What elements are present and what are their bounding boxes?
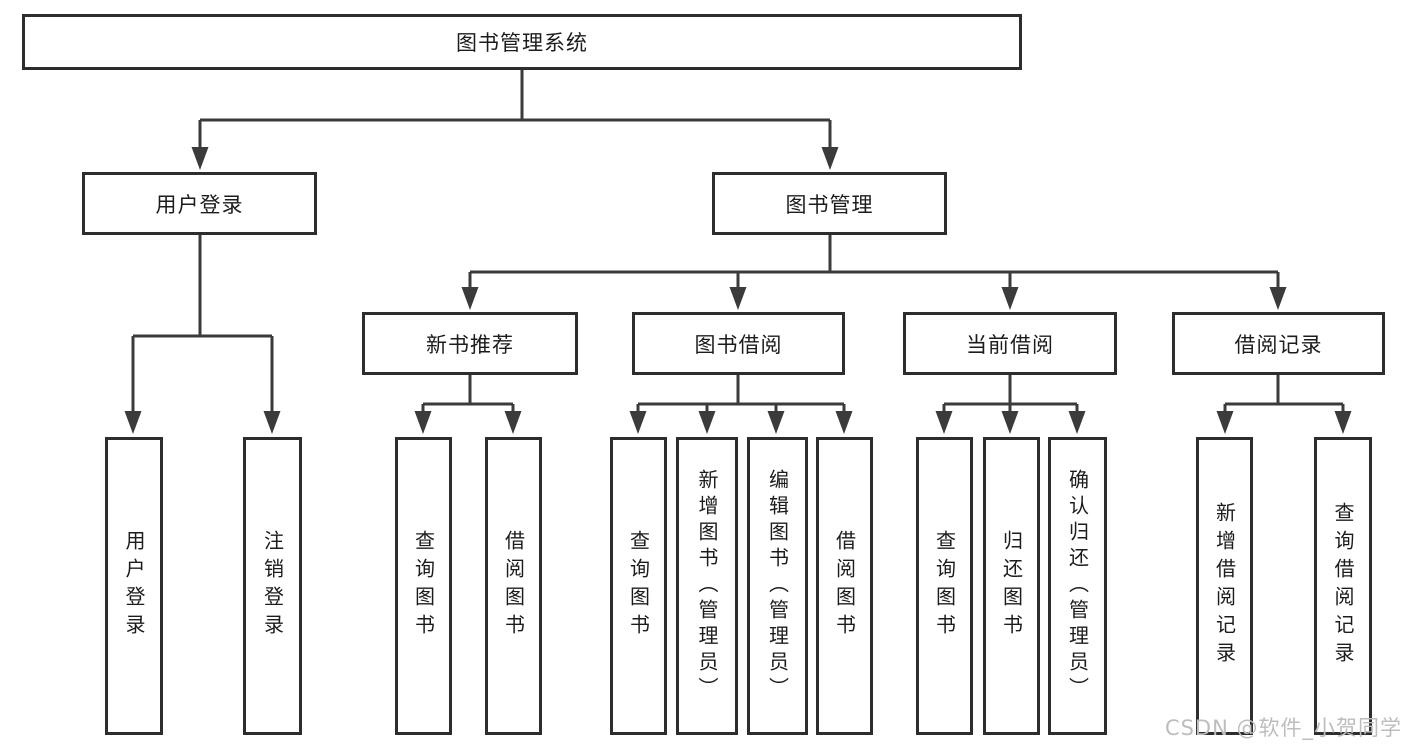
arrow-down-icon (835, 411, 853, 434)
leaf-bb-edit-book-admin-label: 编辑图书（管理员） (765, 469, 790, 703)
node-user-login-label: 用户登录 (155, 192, 244, 217)
node-book-borrow-label: 图书借阅 (694, 332, 783, 357)
arrow-down-icon (1216, 411, 1234, 434)
leaf-cb-return-book-label: 归还图书 (999, 530, 1024, 642)
arrow-down-icon (504, 411, 522, 434)
arrow-down-icon (461, 287, 479, 310)
leaf-br-add-record-label: 新增借阅记录 (1212, 502, 1237, 670)
node-user-login: 用户登录 (82, 172, 317, 235)
leaf-user-login: 用户登录 (105, 437, 163, 735)
arrow-down-icon (1269, 287, 1287, 310)
leaf-br-query-record-label: 查询借阅记录 (1331, 502, 1355, 670)
leaf-br-query-record: 查询借阅记录 (1314, 437, 1372, 735)
leaf-bb-edit-book-admin: 编辑图书（管理员） (747, 437, 808, 735)
leaf-rec-query-book: 查询图书 (395, 437, 452, 735)
leaf-rec-borrow-book-label: 借阅图书 (501, 530, 526, 642)
node-current-borrow-label: 当前借阅 (966, 332, 1054, 357)
node-book-management: 图书管理 (712, 172, 947, 235)
leaf-bb-query-book: 查询图书 (610, 437, 667, 735)
node-new-book-recommend-label: 新书推荐 (426, 332, 514, 357)
leaf-bb-query-book-label: 查询图书 (626, 530, 651, 642)
node-new-book-recommend: 新书推荐 (362, 312, 578, 375)
arrow-down-icon (935, 411, 953, 434)
node-root-label: 图书管理系统 (456, 31, 588, 55)
node-root: 图书管理系统 (22, 14, 1022, 70)
arrow-down-icon (629, 411, 647, 434)
node-borrow-records-label: 借阅记录 (1234, 332, 1323, 357)
arrow-down-icon (1334, 411, 1352, 434)
arrow-down-icon (1001, 287, 1019, 310)
arrow-down-icon (124, 411, 142, 434)
leaf-cb-return-book: 归还图书 (983, 437, 1040, 735)
leaf-cb-confirm-return-admin: 确认归还（管理员） (1048, 437, 1107, 735)
arrow-down-icon (1001, 411, 1019, 434)
leaf-rec-query-book-label: 查询图书 (411, 530, 436, 642)
arrow-down-icon (1068, 411, 1086, 434)
leaf-rec-borrow-book: 借阅图书 (485, 437, 542, 735)
arrow-down-icon (821, 147, 839, 170)
leaf-bb-borrow-book-label: 借阅图书 (832, 530, 857, 642)
leaf-logout-login-label: 注销登录 (260, 530, 285, 642)
csdn-watermark: CSDN @软件_小贺同学 (1164, 716, 1402, 740)
node-current-borrow: 当前借阅 (903, 312, 1117, 375)
arrow-down-icon (263, 411, 281, 434)
arrow-down-icon (191, 147, 209, 170)
leaf-user-login-label: 用户登录 (122, 530, 146, 642)
arrow-down-icon (414, 411, 432, 434)
arrow-down-icon (767, 411, 785, 434)
leaf-bb-borrow-book: 借阅图书 (816, 437, 873, 735)
leaf-cb-query-book: 查询图书 (916, 437, 973, 735)
leaf-bb-add-book-admin: 新增图书（管理员） (676, 437, 738, 735)
leaf-logout-login: 注销登录 (243, 437, 302, 735)
node-book-borrow: 图书借阅 (632, 312, 845, 375)
arrow-down-icon (698, 411, 716, 434)
leaf-cb-confirm-return-admin-label: 确认归还（管理员） (1065, 469, 1090, 703)
leaf-cb-query-book-label: 查询图书 (932, 530, 957, 642)
node-borrow-records: 借阅记录 (1172, 312, 1385, 375)
arrow-down-icon (729, 287, 747, 310)
leaf-bb-add-book-admin-label: 新增图书（管理员） (695, 469, 719, 703)
leaf-br-add-record: 新增借阅记录 (1196, 437, 1253, 735)
node-book-management-label: 图书管理 (785, 192, 874, 217)
